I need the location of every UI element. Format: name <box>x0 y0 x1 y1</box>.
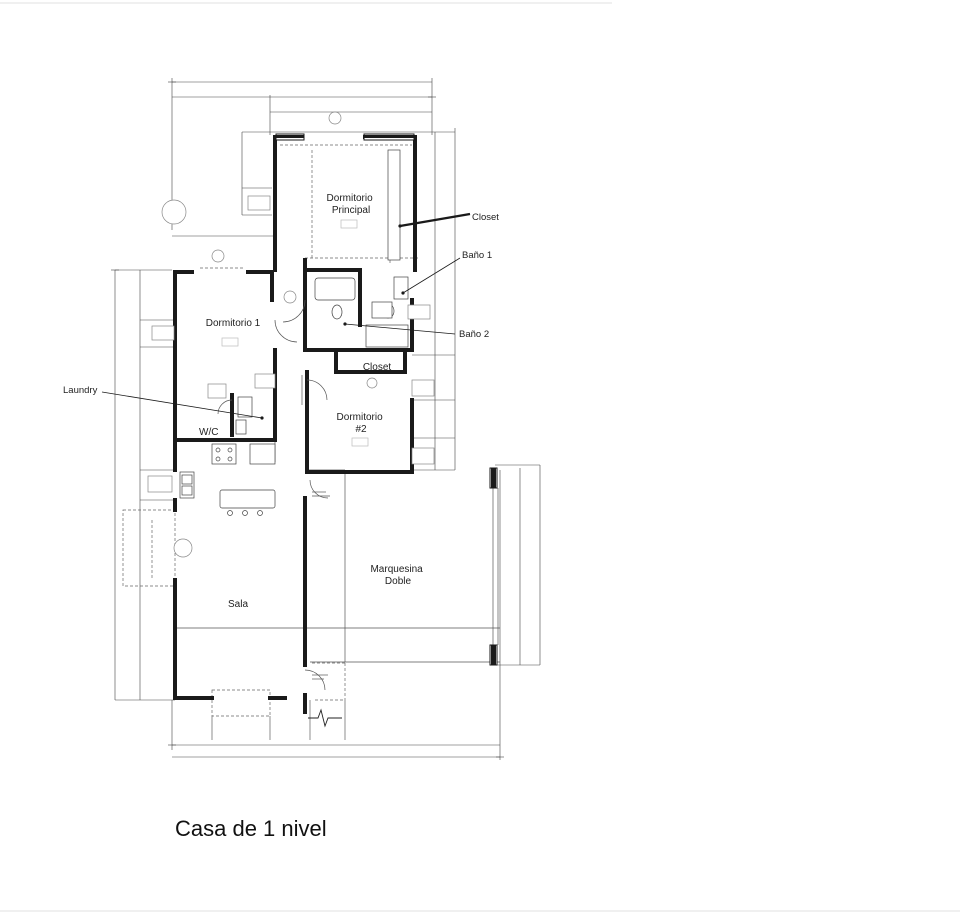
label-line: Dormitorio <box>327 193 374 204</box>
washer <box>237 396 253 418</box>
room-label-sala: Sala <box>228 599 248 610</box>
wc-toilet <box>235 419 247 435</box>
room-label-closet: Closet <box>363 362 392 373</box>
callout-bano-2: Baño 2 <box>459 329 489 340</box>
grid-bubbles <box>147 111 435 558</box>
window-fill <box>276 135 496 665</box>
room-label-dormitorio-2: Dormitorio #2 <box>337 412 386 435</box>
room-label-dormitorio-1: Dormitorio 1 <box>206 318 261 329</box>
callout-closet: Closet <box>472 212 499 223</box>
label-line: Doble <box>385 576 412 587</box>
dimension-lines <box>111 78 541 760</box>
callout-bano-1: Baño 1 <box>462 250 492 261</box>
fixtures <box>179 149 409 516</box>
callout-leaders <box>101 212 471 419</box>
plan-caption: Casa de 1 nivel <box>175 816 327 841</box>
room-label-wc: W/C <box>199 427 218 438</box>
label-line: #2 <box>355 424 367 435</box>
callout-dots <box>260 224 405 420</box>
label-line: Dormitorio <box>337 412 384 423</box>
toilet-bano-2 <box>331 304 343 320</box>
closet-rail <box>387 149 401 261</box>
kitchen-island <box>219 489 276 509</box>
walls <box>173 135 417 714</box>
break-symbol <box>308 708 342 728</box>
callout-laundry: Laundry <box>63 385 98 396</box>
stove <box>211 443 237 465</box>
bathtub <box>314 277 356 301</box>
room-label-marquesina: Marquesina Doble <box>370 564 425 587</box>
label-line: Principal <box>332 205 370 216</box>
label-line: Marquesina <box>370 564 423 575</box>
room-label-dormitorio-principal: Dormitorio Principal <box>327 193 376 216</box>
dashed-lines <box>122 144 420 717</box>
door-swings <box>217 299 330 691</box>
